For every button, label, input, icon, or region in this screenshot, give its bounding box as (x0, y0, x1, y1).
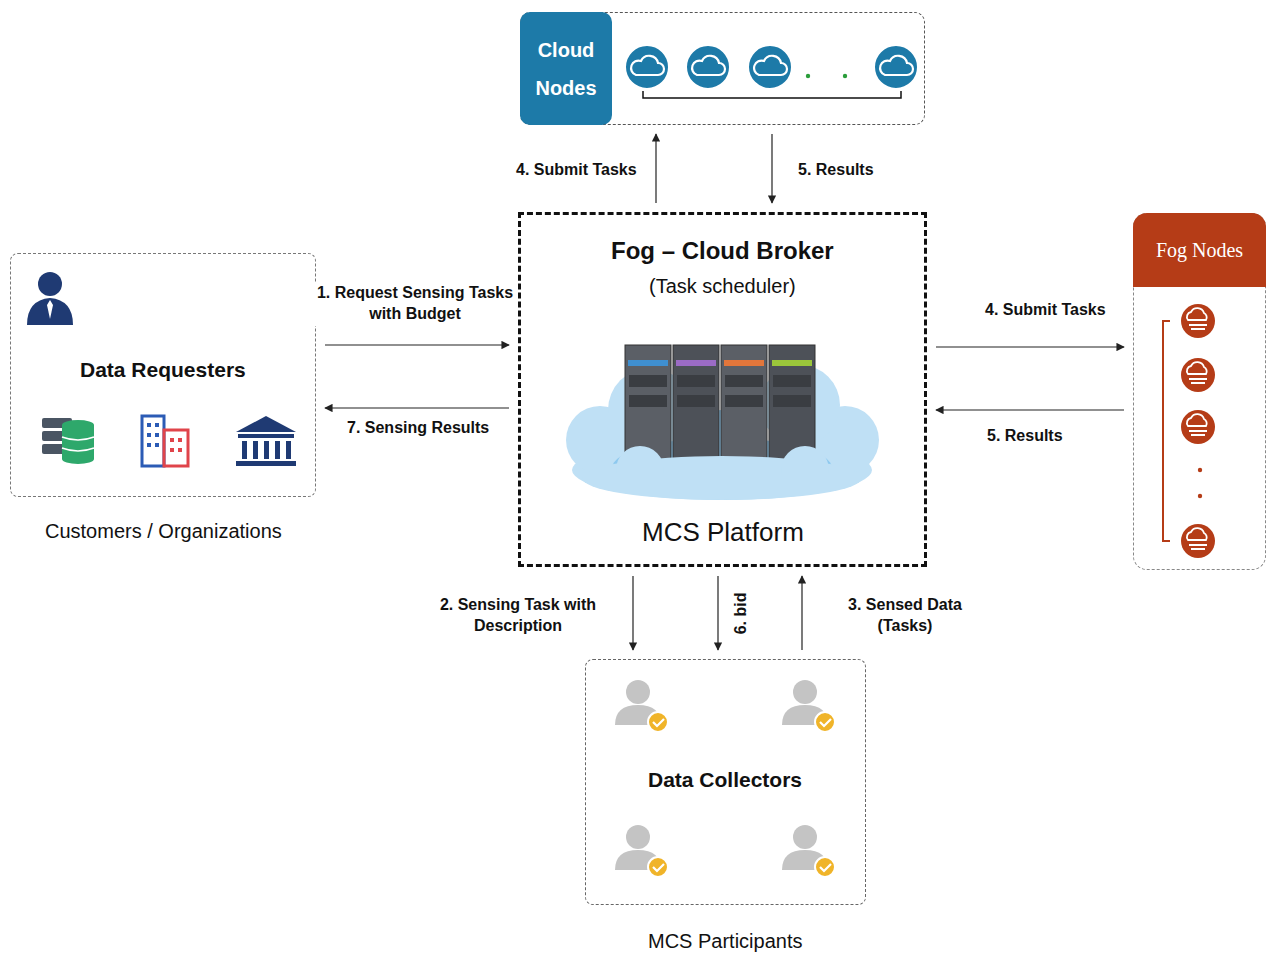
box-title: Fog – Cloud Broker (611, 237, 834, 265)
step-label: 4. Submit Tasks (982, 299, 1109, 322)
group-title: Cloud Nodes (520, 12, 612, 125)
step-label: 5. Results (795, 159, 877, 182)
flow-arrow (801, 576, 802, 650)
fog-icons (1163, 304, 1215, 558)
step-label: 4. Submit Tasks (513, 159, 640, 182)
step-label: 6. bid (730, 590, 753, 638)
box-subtitle: (Task scheduler) (649, 275, 796, 298)
cloud-icons (625, 45, 918, 98)
flow-arrow (936, 346, 1124, 347)
flow-arrow (655, 134, 656, 203)
server-illustration (566, 345, 879, 500)
requesters-box: Data RequestersCustomers / Organizations (10, 253, 316, 497)
flow-arrow (771, 134, 772, 203)
group-caption: MCS Participants (648, 930, 803, 953)
step-label: 7. Sensing Results (344, 417, 492, 440)
flow-arrow (325, 344, 509, 345)
broker-box: Fog – Cloud Broker (Task scheduler) MCS Pl… (518, 212, 927, 567)
step-label: 2. Sensing Task with Description (415, 594, 621, 638)
step-label: 1. Request Sensing Tasks with Budget (312, 282, 518, 326)
platform-name: MCS Platform (642, 517, 804, 548)
group-title: Fog Nodes (1133, 213, 1266, 287)
collectors-box: Data CollectorsMCS Participants (585, 659, 866, 905)
group-caption: Customers / Organizations (45, 520, 282, 543)
requester-icons (27, 272, 296, 466)
box-title: Data Collectors (648, 768, 802, 792)
cloud-nodes-box: Cloud Nodes (520, 12, 925, 125)
flow-arrow (936, 409, 1124, 410)
flow-arrow (325, 407, 509, 408)
box-title: Data Requesters (80, 358, 246, 382)
step-label: 3. Sensed Data (Tasks) (822, 594, 988, 638)
step-label: 5. Results (984, 425, 1066, 448)
collector-icons (615, 680, 835, 877)
fog-nodes-box: Fog Nodes (1133, 213, 1266, 570)
flow-arrow (717, 576, 718, 650)
flow-arrow (632, 576, 633, 650)
